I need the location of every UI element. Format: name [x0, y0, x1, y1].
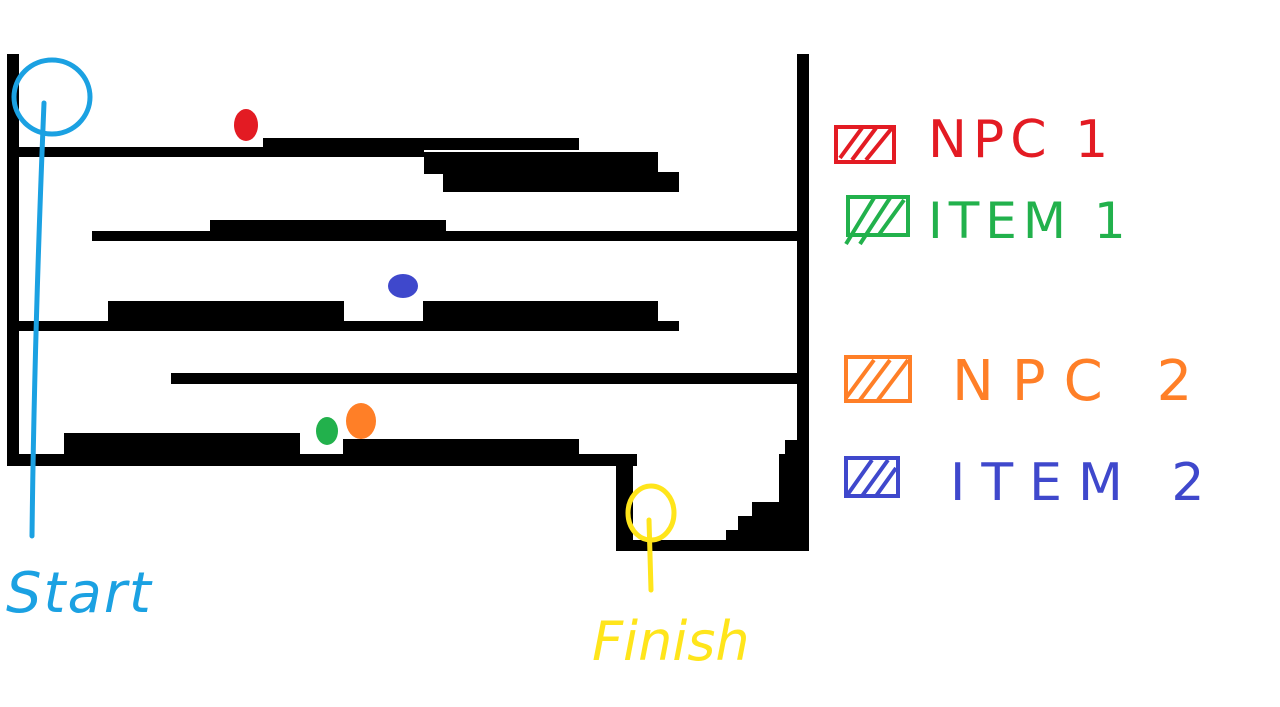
legend-npc-2-swatch: [844, 355, 912, 403]
floor-3-block-b: [423, 301, 658, 323]
finish-marker: [625, 483, 677, 593]
pit-floor: [616, 540, 797, 551]
floor-5-block-a: [64, 433, 300, 456]
npc-2-dot: [346, 403, 376, 439]
floor-2-bump: [210, 220, 446, 233]
legend-item-2-label: ITEM 2: [950, 453, 1220, 513]
floor-2: [92, 231, 797, 241]
legend: NPC 1 ITEM 1 NPC 2 ITEM 2: [834, 110, 1220, 513]
stair-5: [726, 530, 746, 551]
legend-item-2-swatch: [844, 456, 900, 498]
legend-npc-1-label: NPC 1: [928, 110, 1114, 170]
legend-npc-1-swatch: [834, 125, 896, 164]
item-1-dot: [316, 417, 338, 445]
level-walls: [7, 54, 809, 551]
floor-1-step-c: [443, 172, 679, 192]
floor-1-step-b: [424, 152, 658, 174]
right-wall: [797, 54, 809, 446]
floor-5: [7, 454, 637, 466]
stair-2: [779, 454, 797, 551]
floor-1: [19, 147, 424, 157]
legend-npc-2-label: NPC 2: [952, 349, 1210, 414]
floor-1-step-a: [263, 138, 579, 150]
left-wall: [7, 54, 19, 466]
floor-4: [171, 373, 797, 384]
legend-item-1-swatch: [844, 195, 910, 246]
npc-1-dot: [234, 109, 258, 141]
finish-label: Finish: [592, 610, 750, 673]
floor-3-block-a: [108, 301, 344, 323]
floor-3: [19, 321, 679, 331]
start-label: Start: [6, 561, 153, 626]
floor-5-block-b: [343, 439, 579, 456]
legend-item-1-label: ITEM 1: [928, 192, 1132, 250]
item-2-dot: [388, 274, 418, 298]
start-marker: [11, 57, 93, 539]
